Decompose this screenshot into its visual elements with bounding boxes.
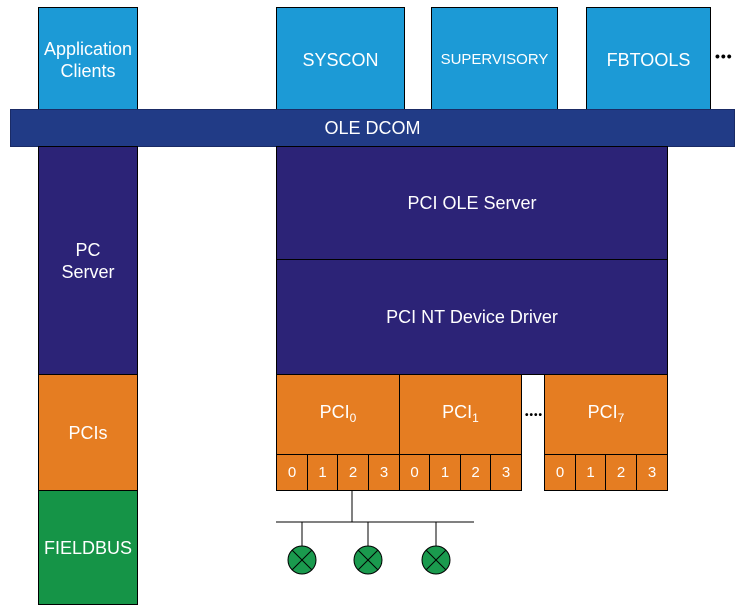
field-device-1-icon: [287, 545, 317, 575]
pci-nt-device-driver-label: PCI NT Device Driver: [386, 307, 558, 327]
pci1-port-3: 3: [490, 454, 522, 491]
pci-card-1: PCI1: [399, 374, 522, 455]
ole-dcom-bus: OLE DCOM: [10, 109, 735, 147]
field-device-2-icon: [353, 545, 383, 575]
pci1-port-1: 1: [429, 454, 461, 491]
fieldbus-label: FIELDBUS: [43, 537, 133, 558]
pci0-port-3: 3: [368, 454, 400, 491]
pc-server-line1: PC: [75, 239, 101, 260]
pci-nt-device-driver-box: PCI NT Device Driver: [276, 259, 668, 375]
pci-card-0-label: PCI0: [319, 401, 357, 425]
fbtools-box: FBTOOLS: [586, 7, 711, 112]
pci-gap-ellipsis: ••••: [525, 410, 544, 421]
syscon-label: SYSCON: [302, 49, 379, 70]
more-clients-ellipsis: •••: [715, 48, 733, 64]
pci0-port-1: 1: [307, 454, 338, 491]
supervisory-label: SUPERVISORY: [440, 50, 549, 68]
pci0-port-2: 2: [337, 454, 369, 491]
pci-ole-server-box: PCI OLE Server: [276, 146, 668, 260]
pci-card-0: PCI0: [276, 374, 400, 455]
fbtools-label: FBTOOLS: [606, 49, 691, 70]
fieldbus-box: FIELDBUS: [38, 490, 138, 605]
pci7-port-3: 3: [636, 454, 668, 491]
field-device-3-icon: [421, 545, 451, 575]
pci7-port-0: 0: [544, 454, 576, 491]
pcis-label: PCIs: [68, 422, 108, 443]
pci-card-7: PCI7: [544, 374, 668, 455]
pci0-port-0: 0: [276, 454, 308, 491]
application-clients-line1: Application: [43, 38, 133, 59]
pci-card-1-label: PCI1: [442, 401, 479, 425]
pci-ole-server-label: PCI OLE Server: [407, 193, 537, 213]
pci-card-7-label: PCI7: [587, 401, 625, 425]
ole-dcom-label: OLE DCOM: [324, 118, 421, 138]
pc-server-line2: Server: [61, 261, 115, 282]
application-clients-box: Application Clients: [38, 7, 138, 112]
syscon-box: SYSCON: [276, 7, 405, 112]
pc-server-box: PC Server: [38, 146, 138, 375]
pci7-port-1: 1: [575, 454, 606, 491]
application-clients-line2: Clients: [60, 60, 116, 81]
